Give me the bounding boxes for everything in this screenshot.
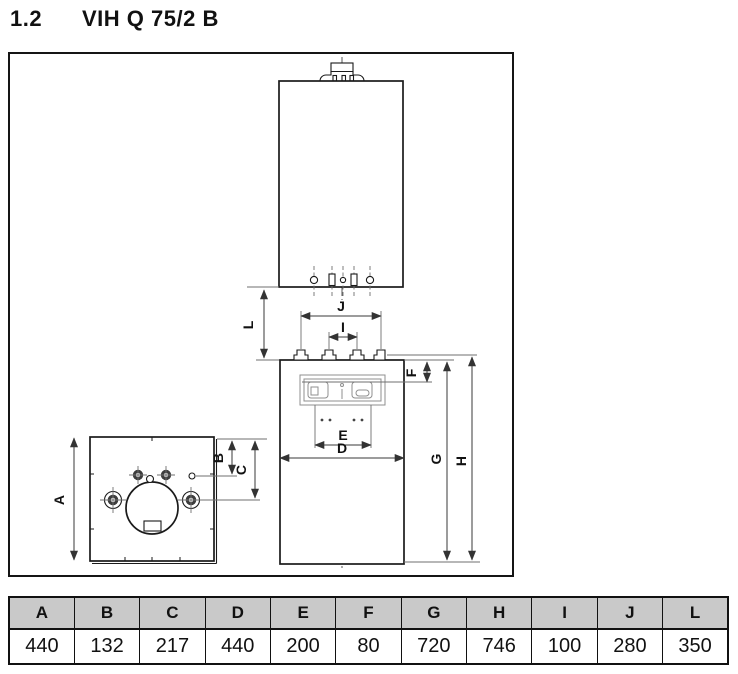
table-value-cell: 217 <box>139 628 206 665</box>
table-value-cell: 440 <box>204 628 271 665</box>
table-header-cell: G <box>400 596 468 630</box>
dimension-L: L <box>240 289 280 361</box>
table-header-cell: A <box>8 596 75 630</box>
table-header-cell: D <box>204 596 271 630</box>
dimension-drawing: L J I <box>51 57 480 568</box>
table-value-cell: 350 <box>662 628 729 665</box>
top-view <box>89 436 218 565</box>
dim-label-A: A <box>51 495 67 505</box>
dimensions-table: A B C D E F G H I J L 440 132 217 440 20… <box>8 596 729 665</box>
pipe-connection-right <box>178 487 204 513</box>
table-header-cell: F <box>335 596 402 630</box>
dim-label-J: J <box>337 298 345 314</box>
dim-label-G: G <box>428 453 444 464</box>
table-header-cell: H <box>466 596 533 630</box>
table-value-row: 440 132 217 440 200 80 720 746 100 280 3… <box>8 628 729 665</box>
top-connection-right <box>157 466 175 484</box>
pipe-connection-left <box>100 487 126 513</box>
table-header-cell: L <box>662 596 729 630</box>
dimension-D: D <box>279 440 405 462</box>
table-value-cell: 100 <box>531 628 598 665</box>
dimension-F: F <box>403 359 454 383</box>
table-value-cell: 280 <box>596 628 664 665</box>
mounting-bracket <box>299 374 432 448</box>
boiler-service-connections <box>309 266 375 297</box>
dim-label-I: I <box>341 319 345 335</box>
table-header-cell: E <box>269 596 337 630</box>
table-header-cell: J <box>596 596 664 630</box>
dimension-drawing-panel: L J I <box>8 52 514 577</box>
dim-label-C: C <box>233 465 249 475</box>
table-value-cell: 132 <box>73 628 141 665</box>
table-value-cell: 746 <box>466 628 533 665</box>
dim-label-E: E <box>338 427 347 443</box>
dimension-H: H <box>387 354 477 561</box>
boiler-front-view <box>247 80 404 288</box>
table-header-cell: B <box>73 596 141 630</box>
dimension-B: B <box>196 438 267 477</box>
section-number: 1.2 <box>10 6 43 31</box>
panel-ticks <box>90 437 214 561</box>
dimension-G: G <box>404 361 480 563</box>
dimension-E: E <box>314 427 372 449</box>
dim-label-L: L <box>240 320 256 329</box>
table-value-cell: 200 <box>269 628 337 665</box>
dimension-J: J <box>300 298 382 349</box>
product-name: VIH Q 75/2 B <box>82 6 219 31</box>
table-value-cell: 80 <box>335 628 402 665</box>
dim-label-D: D <box>337 440 347 456</box>
dim-label-B: B <box>210 453 226 463</box>
flue-connector <box>319 62 365 82</box>
dimension-C: C <box>200 440 260 501</box>
dim-label-F: F <box>403 368 419 377</box>
table-value-cell: 720 <box>400 628 468 665</box>
dimension-I: I <box>328 319 358 349</box>
table-value-cell: 440 <box>8 628 75 665</box>
dimension-A: A <box>51 437 78 561</box>
center-mark-dots <box>320 418 364 422</box>
table-header-cell: I <box>531 596 598 630</box>
top-connection-left <box>129 466 147 484</box>
table-header-row: A B C D E F G H I J L <box>8 596 729 630</box>
table-header-cell: C <box>139 596 206 630</box>
dim-label-H: H <box>453 456 469 466</box>
page-title: 1.2 VIH Q 75/2 B <box>10 6 219 32</box>
